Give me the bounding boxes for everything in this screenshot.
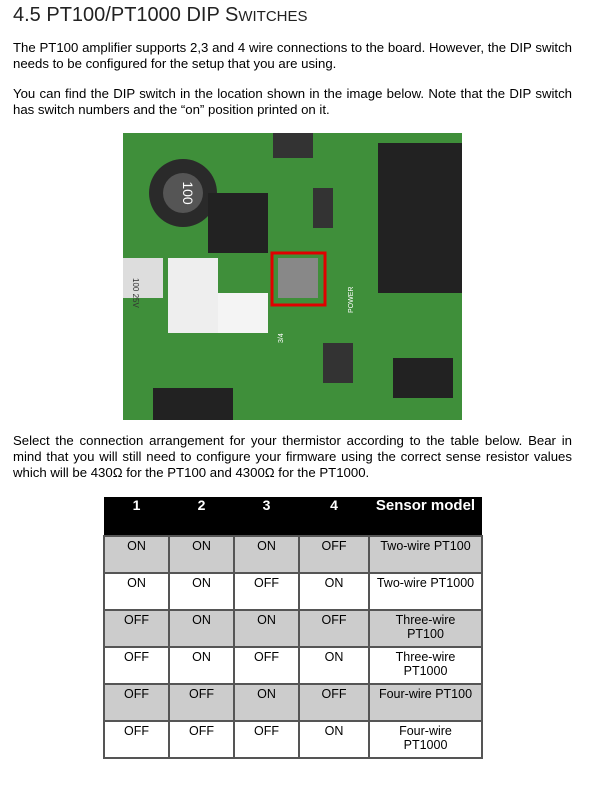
cell: ON [233, 683, 300, 722]
cell: ON [168, 535, 235, 574]
cell: OFF [168, 720, 235, 759]
inductor-label: 100 [180, 181, 196, 205]
paragraph-location: You can find the DIP switch in the locat… [13, 86, 572, 117]
cell: OFF [298, 609, 370, 648]
cell: ON [168, 646, 235, 685]
cell: OFF [298, 535, 370, 574]
cell: Two-wire PT100 [368, 535, 483, 574]
section-title: PT100/PT1000 DIP S [46, 4, 239, 26]
header-switch-2: 2 [169, 497, 234, 536]
cell: OFF [168, 683, 235, 722]
section-number: 4.5 [13, 4, 41, 26]
cell: ON [298, 572, 370, 611]
cell: ON [298, 646, 370, 685]
cell: OFF [233, 646, 300, 685]
cell: ON [103, 535, 170, 574]
cell: Four-wire PT100 [368, 683, 483, 722]
header-switch-4: 4 [299, 497, 369, 536]
cell: ON [168, 572, 235, 611]
cell: OFF [103, 646, 170, 685]
cell: Four-wire PT1000 [368, 720, 483, 759]
section-title-smallcaps: WITCHES [238, 8, 308, 25]
cell: ON [233, 535, 300, 574]
paragraph-intro: The PT100 amplifier supports 2,3 and 4 w… [13, 40, 572, 71]
switch-label: 3/4 [278, 333, 285, 343]
header-switch-1: 1 [104, 497, 169, 536]
cell: Three-wire PT100 [368, 609, 483, 648]
table-header-row: 1 2 3 4 Sensor model [104, 497, 482, 536]
cell: OFF [233, 720, 300, 759]
cell: OFF [103, 720, 170, 759]
cell: ON [168, 609, 235, 648]
cell: OFF [103, 683, 170, 722]
cell: OFF [298, 683, 370, 722]
paragraph-selection: Select the connection arrangement for yo… [13, 433, 572, 480]
power-label: POWER [348, 287, 355, 313]
header-sensor-model: Sensor model [369, 497, 482, 536]
cell: OFF [233, 572, 300, 611]
cell: ON [233, 609, 300, 648]
dip-switch-highlight [270, 251, 327, 307]
capacitor-label: 100 25V [131, 278, 140, 308]
cell: OFF [103, 609, 170, 648]
cell: ON [103, 572, 170, 611]
pcb-board-image: 100 100 25V POWER 3/4 [123, 133, 462, 420]
header-switch-3: 3 [234, 497, 299, 536]
cell: ON [298, 720, 370, 759]
section-heading: 4.5 PT100/PT1000 DIP SWITCHES [13, 4, 308, 27]
cell: Two-wire PT1000 [368, 572, 483, 611]
cell: Three-wire PT1000 [368, 646, 483, 685]
